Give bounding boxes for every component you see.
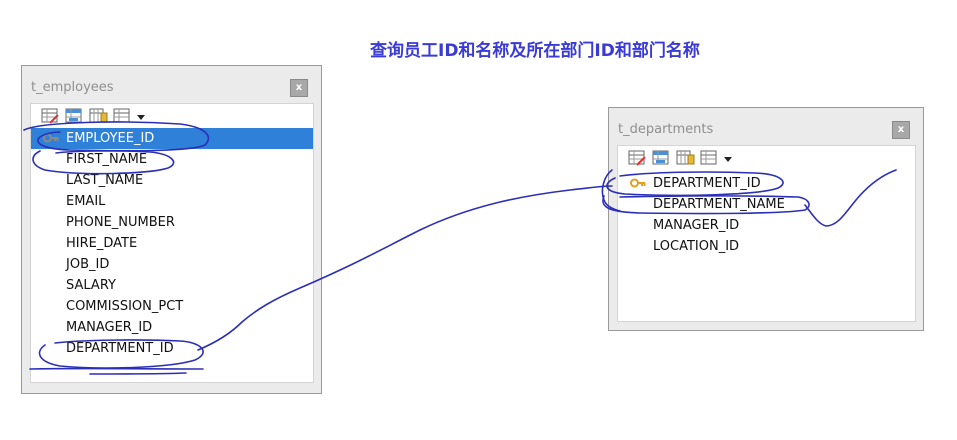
field-label: PHONE_NUMBER xyxy=(66,215,175,230)
field-label: EMAIL xyxy=(66,194,106,209)
field-label: EMPLOYEE_ID xyxy=(66,131,155,146)
design-table-icon[interactable] xyxy=(41,107,61,125)
grid-icon[interactable] xyxy=(113,107,133,125)
dropdown-caret-icon[interactable] xyxy=(724,149,732,167)
departments-toolbar xyxy=(628,148,732,168)
design-table-icon[interactable] xyxy=(628,149,648,167)
view-table-icon[interactable] xyxy=(65,107,85,125)
employees-toolbar xyxy=(41,106,145,126)
query-icon[interactable] xyxy=(676,149,696,167)
field-label: DEPARTMENT_ID xyxy=(653,176,761,191)
page-title: 查询员工ID和名称及所在部门ID和部门名称 xyxy=(370,41,700,61)
employees-field-panel: EMPLOYEE_ID FIRST_NAME LAST_NAME EMAIL P… xyxy=(30,103,314,383)
field-row-location-id[interactable]: LOCATION_ID xyxy=(618,236,915,257)
field-row-commission-pct[interactable]: COMMISSION_PCT xyxy=(31,296,313,317)
field-row-department-id[interactable]: DEPARTMENT_ID xyxy=(618,173,915,194)
view-table-icon[interactable] xyxy=(652,149,672,167)
field-label: DEPARTMENT_ID xyxy=(66,341,174,356)
field-label: MANAGER_ID xyxy=(653,218,740,233)
key-icon xyxy=(630,178,646,188)
employees-table-window[interactable]: t_employees x xyxy=(21,65,322,394)
field-label: LOCATION_ID xyxy=(653,239,740,254)
field-label: LAST_NAME xyxy=(66,173,144,188)
departments-table-window[interactable]: t_departments x xyxy=(608,107,924,331)
field-row-phone-number[interactable]: PHONE_NUMBER xyxy=(31,212,313,233)
field-label: DEPARTMENT_NAME xyxy=(653,197,785,212)
grid-icon[interactable] xyxy=(700,149,720,167)
field-label: HIRE_DATE xyxy=(66,236,138,251)
field-row-job-id[interactable]: JOB_ID xyxy=(31,254,313,275)
employees-window-title: t_employees xyxy=(31,80,114,95)
field-label: MANAGER_ID xyxy=(66,320,153,335)
field-row-hire-date[interactable]: HIRE_DATE xyxy=(31,233,313,254)
field-label: FIRST_NAME xyxy=(66,152,148,167)
field-row-last-name[interactable]: LAST_NAME xyxy=(31,170,313,191)
employees-field-list: EMPLOYEE_ID FIRST_NAME LAST_NAME EMAIL P… xyxy=(31,128,313,359)
field-row-department-id[interactable]: DEPARTMENT_ID xyxy=(31,338,313,359)
field-row-manager-id[interactable]: MANAGER_ID xyxy=(31,317,313,338)
field-label: COMMISSION_PCT xyxy=(66,299,184,314)
field-row-employee-id[interactable]: EMPLOYEE_ID xyxy=(31,128,313,149)
employees-close-button[interactable]: x xyxy=(290,79,308,97)
departments-field-panel: DEPARTMENT_ID DEPARTMENT_NAME MANAGER_ID… xyxy=(617,145,916,322)
departments-field-list: DEPARTMENT_ID DEPARTMENT_NAME MANAGER_ID… xyxy=(618,173,915,257)
field-row-first-name[interactable]: FIRST_NAME xyxy=(31,149,313,170)
departments-window-title: t_departments xyxy=(618,122,714,137)
field-label: JOB_ID xyxy=(66,257,110,272)
field-label: SALARY xyxy=(66,278,116,293)
dropdown-caret-icon[interactable] xyxy=(137,107,145,125)
field-row-manager-id[interactable]: MANAGER_ID xyxy=(618,215,915,236)
departments-close-button[interactable]: x xyxy=(892,121,910,139)
field-row-department-name[interactable]: DEPARTMENT_NAME xyxy=(618,194,915,215)
field-row-email[interactable]: EMAIL xyxy=(31,191,313,212)
field-row-salary[interactable]: SALARY xyxy=(31,275,313,296)
key-icon xyxy=(43,133,59,143)
query-icon[interactable] xyxy=(89,107,109,125)
